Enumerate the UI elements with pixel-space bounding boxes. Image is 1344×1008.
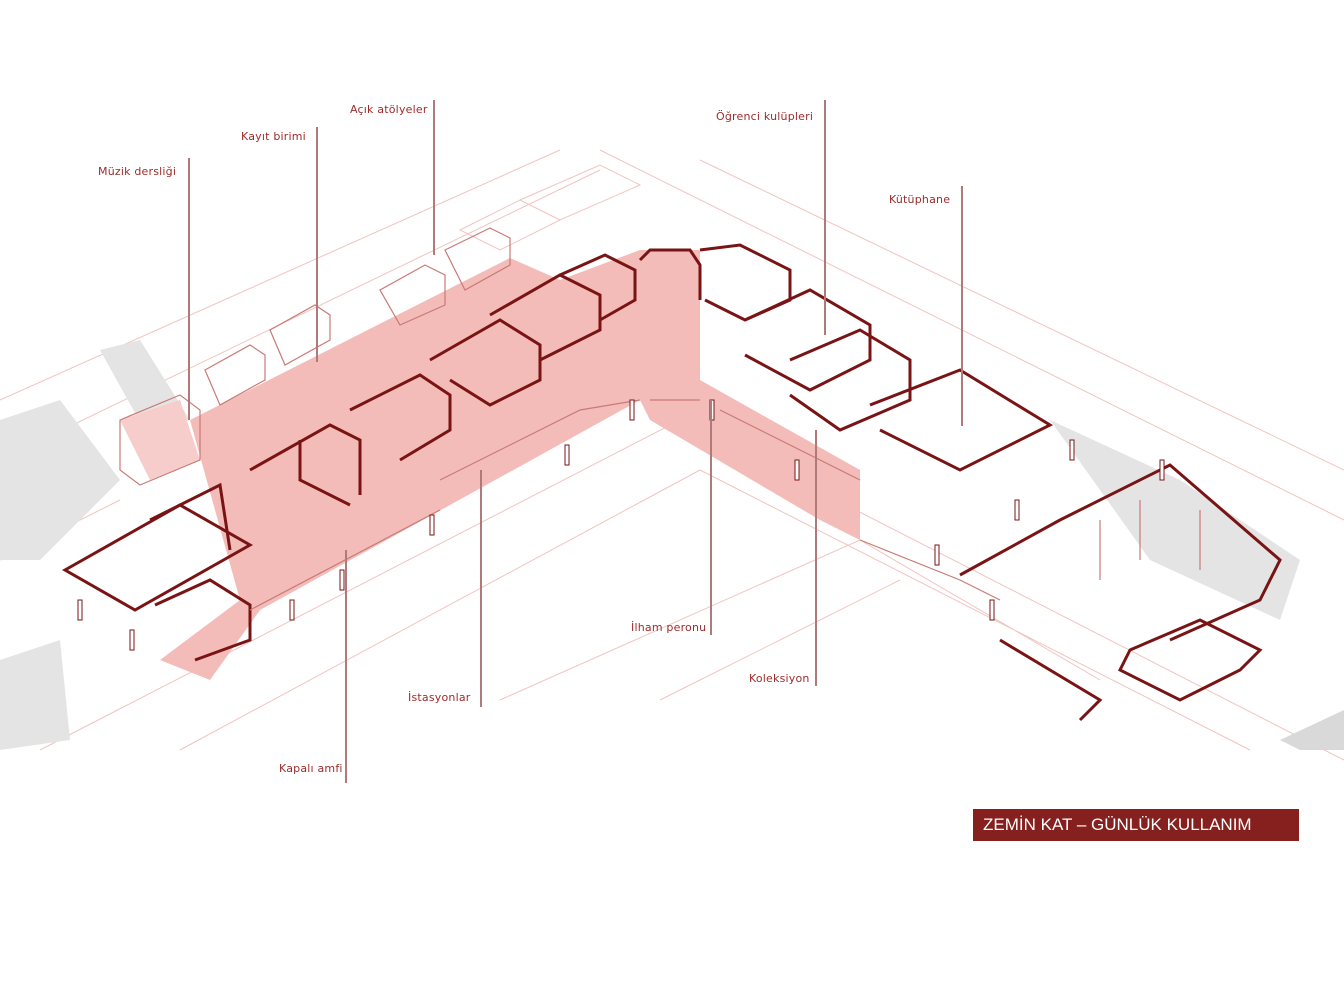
floor-area	[120, 250, 860, 680]
label-acik-atolyeler: Açık atölyeler	[350, 103, 428, 116]
leader-line	[433, 100, 435, 255]
leader-line	[480, 470, 482, 707]
leader-line	[824, 100, 826, 335]
label-kayit-birimi: Kayıt birimi	[241, 130, 306, 143]
label-ogrenci-kulupleri: Öğrenci kulüpleri	[716, 110, 814, 123]
walls	[61, 243, 1282, 722]
label-kutuphane: Kütüphane	[889, 193, 951, 206]
leader-line	[961, 186, 963, 426]
columns	[77, 399, 1165, 651]
label-ilham-peronu: İlham peronu	[631, 621, 707, 634]
label-koleksiyon: Koleksiyon	[749, 672, 810, 685]
leader-line	[710, 400, 712, 635]
label-istasyonlar: İstasyonlar	[408, 691, 471, 704]
plan-title-banner: ZEMİN KAT – GÜNLÜK KULLANIM	[973, 809, 1299, 841]
leader-line	[345, 550, 347, 783]
leader-line	[815, 430, 817, 686]
label-muzik-dersligi: Müzik dersliği	[98, 165, 177, 178]
label-kapali-amfi: Kapalı amfi	[279, 762, 343, 775]
leader-line	[188, 158, 190, 420]
leader-line	[316, 127, 318, 362]
